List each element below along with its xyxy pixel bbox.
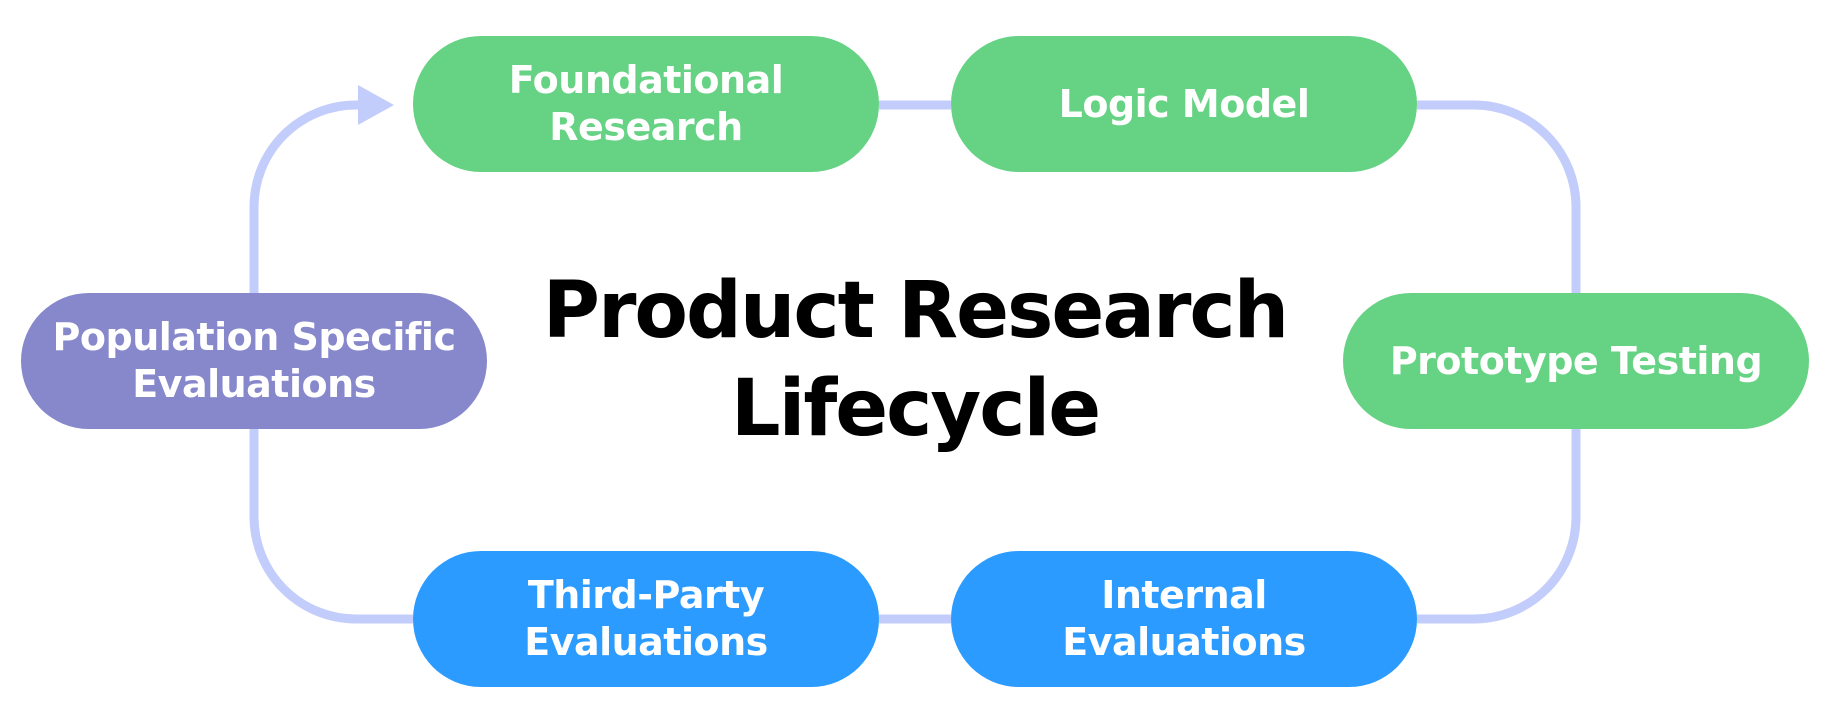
diagram-title: Product Research Lifecycle <box>542 266 1289 454</box>
arrow-head-icon <box>358 85 394 125</box>
connector-prototype-to-internal <box>1417 429 1581 624</box>
connector-population-to-foundational <box>249 100 362 293</box>
node-foundational-research[interactable]: Foundational Research <box>413 36 879 172</box>
connector-logic-to-prototype <box>1417 100 1581 293</box>
node-third-party-evaluations[interactable]: Third-Party Evaluations <box>413 551 879 687</box>
connector-thirdparty-to-population <box>249 429 413 624</box>
node-logic-model[interactable]: Logic Model <box>951 36 1417 172</box>
node-prototype-testing[interactable]: Prototype Testing <box>1343 293 1809 429</box>
node-population-specific-evaluations[interactable]: Population Specific Evaluations <box>21 293 487 429</box>
node-internal-evaluations[interactable]: Internal Evaluations <box>951 551 1417 687</box>
